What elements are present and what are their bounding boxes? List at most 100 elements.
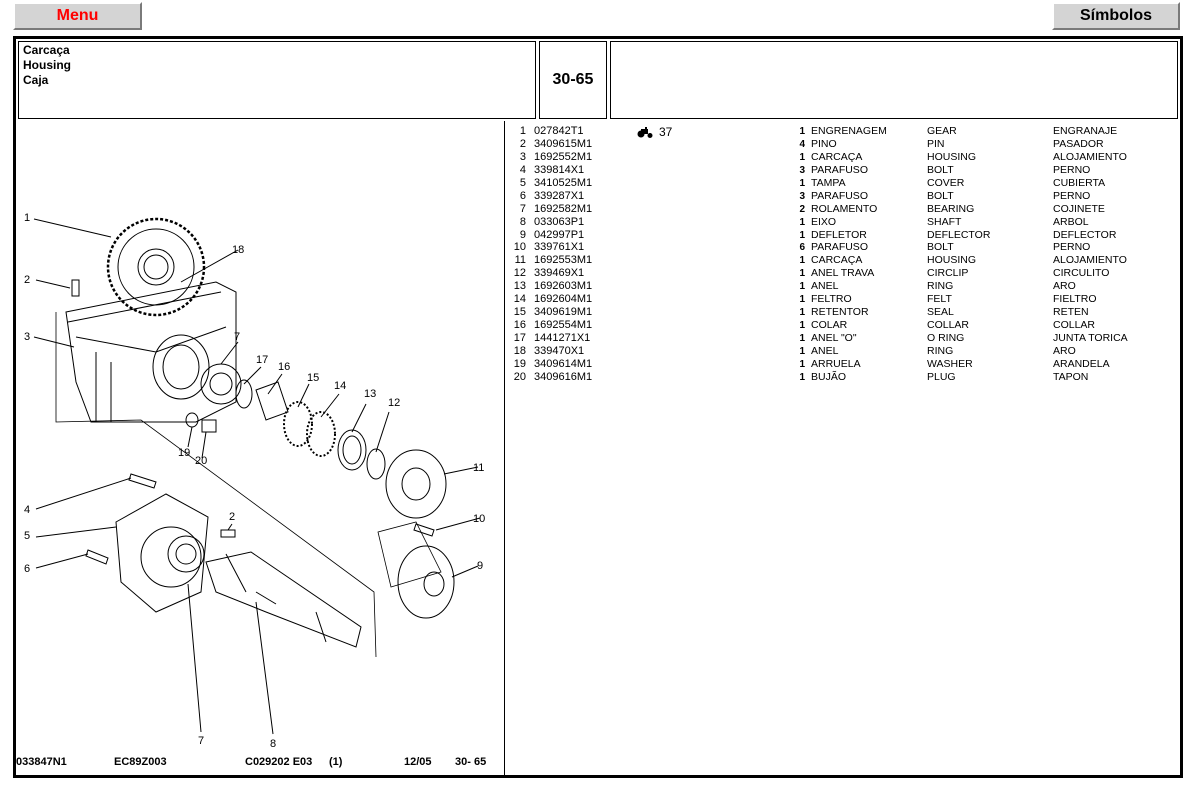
part-name-spanish: ALOJAMIENTO	[1053, 150, 1127, 163]
exploded-diagram: 1 2 3 4 5 6 7 8 9 10 11 12 13 14 15 16 1…	[24, 212, 485, 750]
part-name-english: FELT	[927, 293, 952, 306]
part-name-english: BOLT	[927, 241, 954, 254]
part-name-portuguese: ROLAMENTO	[811, 202, 878, 215]
part-number-index: 15	[513, 306, 526, 319]
tractor-icon	[637, 126, 653, 138]
part-name-english: COVER	[927, 176, 965, 189]
part-name-portuguese: ANEL "O"	[811, 332, 857, 344]
part-number: 1692552M1	[534, 150, 593, 163]
model-note-value: 37	[659, 125, 673, 139]
callout-label: 14	[334, 380, 346, 392]
part-quantity: 1	[799, 345, 805, 357]
callout-label: 17	[256, 354, 268, 366]
part-name-spanish: ARO	[1053, 280, 1076, 293]
title-portuguese: Carcaça	[23, 43, 70, 57]
callout-label: 2	[229, 511, 235, 523]
part-number: 1692603M1	[534, 280, 593, 293]
part-number: 339287X1	[534, 189, 585, 202]
part-name-english: BOLT	[927, 189, 954, 202]
part-number-index: 16	[513, 319, 526, 332]
part-number-index: 3	[519, 150, 526, 163]
part-number: 1692554M1	[534, 319, 593, 332]
part-quantity: 1	[799, 268, 805, 280]
part-number: 339814X1	[534, 163, 585, 176]
part-name-portuguese: ARRUELA	[811, 357, 861, 370]
callout-label: 7	[198, 735, 204, 747]
part-name-english: HOUSING	[927, 150, 977, 163]
part-quantity: 1	[799, 281, 805, 293]
part-name-portuguese: PARAFUSO	[811, 163, 868, 176]
callout-label: 6	[24, 563, 30, 575]
callout-label: 3	[24, 331, 30, 343]
part-number-index: 12	[513, 267, 526, 280]
part-name-english: RING	[927, 280, 954, 293]
footer-ref: EC89Z003	[114, 756, 167, 768]
part-name-spanish: JUNTA TORICA	[1053, 332, 1128, 344]
part-name-spanish: COJINETE	[1053, 202, 1105, 215]
model-note: 37	[637, 125, 672, 139]
callout-label: 11	[473, 462, 484, 474]
menu-button[interactable]: Menu	[13, 2, 142, 30]
title-box: Carcaça Housing Caja	[18, 41, 536, 119]
part-number: 1692582M1	[534, 202, 593, 215]
part-name-english: WASHER	[927, 357, 973, 370]
footer-doc: 033847N1	[16, 756, 67, 768]
part-quantity: 3	[799, 164, 805, 176]
part-name-portuguese: ENGRENAGEM	[811, 125, 887, 137]
part-name-portuguese: BUJÃO	[811, 370, 847, 383]
symbols-button[interactable]: Símbolos	[1052, 2, 1180, 30]
part-number: 339761X1	[534, 241, 585, 254]
callout-label: 13	[364, 388, 376, 400]
part-name-portuguese: PARAFUSO	[811, 241, 868, 254]
part-name-english: HOUSING	[927, 254, 977, 267]
part-name-spanish: CIRCULITO	[1053, 267, 1110, 280]
drawing-footer: 033847N1 EC89Z003 C029202 E03 (1) 12/05 …	[16, 756, 502, 772]
part-quantity: 1	[799, 126, 805, 137]
part-name-english: GEAR	[927, 125, 957, 137]
part-number: 3410525M1	[534, 176, 593, 189]
part-number-index: 7	[519, 202, 526, 215]
part-number-index: 2	[519, 137, 526, 150]
callout-label: 12	[388, 397, 400, 409]
section-code: 30-65	[539, 41, 607, 119]
part-quantity: 1	[799, 358, 805, 370]
part-number-index: 13	[513, 280, 526, 293]
part-quantity: 1	[799, 151, 805, 163]
title-spanish: Caja	[23, 73, 49, 87]
part-name-spanish: CUBIERTA	[1053, 176, 1106, 189]
part-number-index: 19	[513, 357, 526, 370]
part-number-index: 17	[513, 332, 526, 344]
part-quantity: 1	[799, 371, 805, 383]
part-number-index: 10	[513, 241, 526, 254]
part-name-spanish: PERNO	[1053, 163, 1091, 176]
part-name-portuguese: DEFLETOR	[811, 228, 867, 241]
part-name-english: COLLAR	[927, 319, 970, 332]
part-number-index: 8	[519, 215, 526, 228]
callout-label: 16	[278, 361, 290, 373]
part-number: 339469X1	[534, 267, 585, 280]
part-name-portuguese: CARCAÇA	[811, 254, 863, 267]
part-name-english: RING	[927, 344, 954, 357]
part-name-portuguese: FELTRO	[811, 293, 852, 306]
part-name-spanish: ARANDELA	[1053, 357, 1110, 370]
